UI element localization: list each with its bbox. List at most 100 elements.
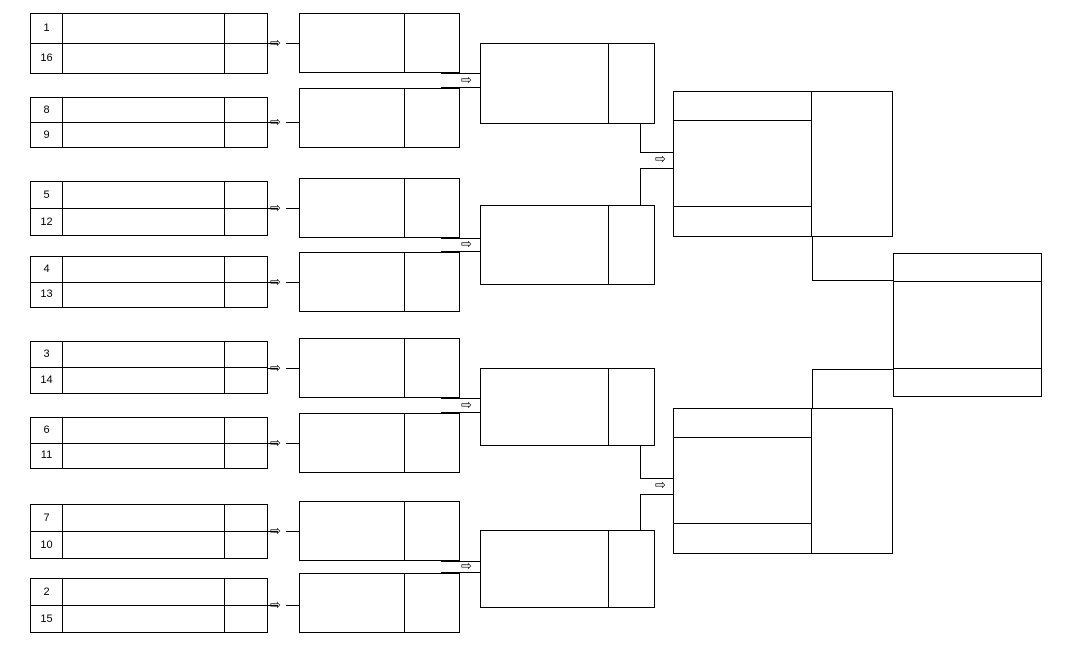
team-name-cell[interactable] bbox=[63, 579, 225, 605]
match-row-bottom[interactable]: 10 bbox=[31, 531, 267, 558]
match-box-r1-8[interactable]: 2 15 bbox=[30, 578, 268, 633]
team-name-cell[interactable] bbox=[63, 368, 225, 393]
team-name-cell[interactable] bbox=[63, 123, 225, 147]
team-name-cell[interactable] bbox=[300, 89, 405, 147]
match-box-r2-8[interactable] bbox=[299, 573, 460, 633]
match-row-bottom[interactable]: 14 bbox=[31, 367, 267, 393]
score-cell[interactable] bbox=[405, 414, 459, 472]
score-cell[interactable] bbox=[225, 418, 267, 443]
match-box-r1-1[interactable]: 1 16 bbox=[30, 13, 268, 74]
team-name-cell[interactable] bbox=[63, 532, 225, 558]
match-box-r2-7[interactable] bbox=[299, 501, 460, 561]
match-box-r2-1[interactable] bbox=[299, 13, 460, 73]
score-cell[interactable] bbox=[225, 342, 267, 367]
team-name-cell[interactable] bbox=[300, 253, 405, 311]
team-name-cell[interactable] bbox=[300, 414, 405, 472]
match-row-bottom[interactable]: 11 bbox=[31, 442, 267, 469]
match-row-top[interactable]: 4 bbox=[31, 257, 267, 282]
match-box-final[interactable] bbox=[893, 253, 1042, 397]
score-cell[interactable] bbox=[812, 92, 892, 236]
score-cell[interactable] bbox=[225, 579, 267, 605]
score-cell[interactable] bbox=[405, 339, 459, 397]
score-cell[interactable] bbox=[405, 179, 459, 237]
score-cell[interactable] bbox=[225, 44, 267, 73]
semifinal-middle-cell[interactable] bbox=[674, 437, 811, 524]
final-bottom-cell[interactable] bbox=[894, 369, 1041, 396]
score-cell[interactable] bbox=[225, 14, 267, 43]
team-name-cell[interactable] bbox=[300, 179, 405, 237]
semifinal-top-cell[interactable] bbox=[674, 409, 811, 437]
team-name-cell[interactable] bbox=[300, 574, 405, 632]
score-cell[interactable] bbox=[405, 574, 459, 632]
final-top-cell[interactable] bbox=[894, 254, 1041, 281]
team-name-cell[interactable] bbox=[63, 14, 225, 43]
score-cell[interactable] bbox=[225, 98, 267, 122]
match-row-bottom[interactable]: 16 bbox=[31, 43, 267, 73]
match-row-top[interactable]: 5 bbox=[31, 182, 267, 208]
score-cell[interactable] bbox=[405, 502, 459, 560]
match-row-top[interactable]: 2 bbox=[31, 579, 267, 605]
match-box-r2-2[interactable] bbox=[299, 88, 460, 148]
match-box-r1-5[interactable]: 3 14 bbox=[30, 341, 268, 394]
match-row-top[interactable]: 3 bbox=[31, 342, 267, 367]
team-name-cell[interactable] bbox=[63, 342, 225, 367]
match-row-bottom[interactable]: 13 bbox=[31, 281, 267, 308]
team-name-cell[interactable] bbox=[63, 182, 225, 208]
score-cell[interactable] bbox=[225, 209, 267, 235]
team-name-cell[interactable] bbox=[481, 206, 609, 284]
match-box-r1-4[interactable]: 4 13 bbox=[30, 256, 268, 308]
final-champion-cell[interactable] bbox=[894, 281, 1041, 369]
match-box-r3-3[interactable] bbox=[480, 368, 655, 446]
team-name-cell[interactable] bbox=[481, 531, 609, 607]
team-name-cell[interactable] bbox=[63, 606, 225, 632]
score-cell[interactable] bbox=[405, 253, 459, 311]
score-cell[interactable] bbox=[225, 368, 267, 393]
team-name-cell[interactable] bbox=[63, 505, 225, 531]
match-box-r2-3[interactable] bbox=[299, 178, 460, 238]
score-cell[interactable] bbox=[225, 444, 267, 469]
team-name-cell[interactable] bbox=[63, 98, 225, 122]
match-box-r4-2[interactable] bbox=[673, 408, 893, 554]
score-cell[interactable] bbox=[405, 14, 459, 72]
score-cell[interactable] bbox=[225, 257, 267, 282]
team-name-cell[interactable] bbox=[300, 502, 405, 560]
team-name-cell[interactable] bbox=[481, 44, 609, 123]
score-cell[interactable] bbox=[609, 369, 654, 445]
score-cell[interactable] bbox=[225, 532, 267, 558]
match-box-r4-1[interactable] bbox=[673, 91, 893, 237]
match-box-r1-2[interactable]: 8 9 bbox=[30, 97, 268, 148]
team-name-cell[interactable] bbox=[63, 418, 225, 443]
match-box-r3-2[interactable] bbox=[480, 205, 655, 285]
score-cell[interactable] bbox=[609, 206, 654, 284]
score-cell[interactable] bbox=[225, 505, 267, 531]
team-name-cell[interactable] bbox=[300, 339, 405, 397]
match-row-top[interactable]: 6 bbox=[31, 418, 267, 443]
score-cell[interactable] bbox=[225, 182, 267, 208]
match-box-r1-3[interactable]: 5 12 bbox=[30, 181, 268, 236]
match-row-top[interactable]: 1 bbox=[31, 14, 267, 43]
team-name-cell[interactable] bbox=[63, 257, 225, 282]
match-box-r2-4[interactable] bbox=[299, 252, 460, 312]
semifinal-bottom-cell[interactable] bbox=[674, 524, 811, 553]
semifinal-bottom-cell[interactable] bbox=[674, 207, 811, 236]
semifinal-middle-cell[interactable] bbox=[674, 120, 811, 207]
score-cell[interactable] bbox=[225, 283, 267, 308]
team-name-cell[interactable] bbox=[300, 14, 405, 72]
team-name-cell[interactable] bbox=[63, 443, 225, 468]
team-name-cell[interactable] bbox=[63, 44, 225, 73]
match-box-r1-6[interactable]: 6 11 bbox=[30, 417, 268, 469]
match-row-bottom[interactable]: 9 bbox=[31, 122, 267, 147]
score-cell[interactable] bbox=[225, 123, 267, 147]
match-row-bottom[interactable]: 12 bbox=[31, 208, 267, 235]
score-cell[interactable] bbox=[225, 606, 267, 632]
score-cell[interactable] bbox=[812, 409, 892, 553]
team-name-cell[interactable] bbox=[481, 369, 609, 445]
team-name-cell[interactable] bbox=[63, 282, 225, 307]
match-box-r3-1[interactable] bbox=[480, 43, 655, 124]
match-box-r2-6[interactable] bbox=[299, 413, 460, 473]
match-box-r2-5[interactable] bbox=[299, 338, 460, 398]
semifinal-top-cell[interactable] bbox=[674, 92, 811, 120]
score-cell[interactable] bbox=[405, 89, 459, 147]
match-row-bottom[interactable]: 15 bbox=[31, 605, 267, 632]
match-row-top[interactable]: 8 bbox=[31, 98, 267, 122]
